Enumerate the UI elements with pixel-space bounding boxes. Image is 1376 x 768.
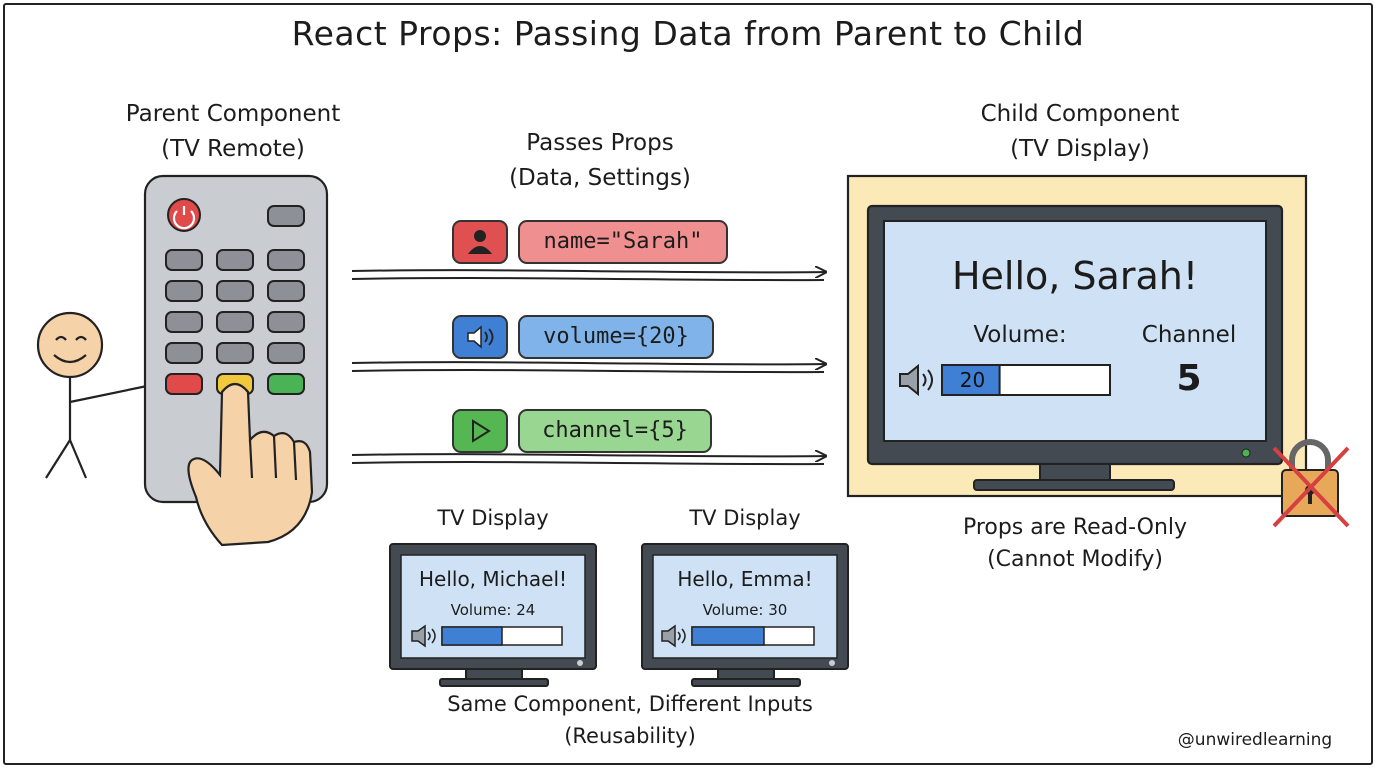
main-volume-label: Volume:	[973, 322, 1067, 348]
reusability-note: Same Component, Different Inputs	[447, 692, 813, 716]
lock-icon	[1272, 439, 1350, 528]
play-icon	[452, 409, 508, 453]
small-tv-greeting-2: Hello, Emma!	[677, 567, 813, 591]
stick-figure	[36, 311, 153, 479]
child-sublabel: (TV Display)	[1010, 136, 1150, 162]
prop-channel-pill: channel={5}	[518, 409, 712, 453]
small-tv-greeting-1: Hello, Michael!	[418, 567, 568, 591]
pressing-hand	[187, 382, 314, 547]
reusability-subnote: (Reusability)	[564, 724, 696, 748]
small-tv-2	[641, 543, 849, 687]
prop-volume-pill: volume={20}	[518, 315, 714, 359]
parent-sublabel: (TV Remote)	[161, 136, 305, 162]
readonly-note: Props are Read-Only	[962, 515, 1188, 540]
child-label: Child Component	[980, 101, 1180, 127]
outer-frame	[3, 3, 1373, 765]
small-tv-1	[389, 543, 597, 687]
prop-name-pill: name="Sarah"	[518, 220, 728, 264]
main-channel-value: 5	[1176, 358, 1202, 399]
readonly-subnote: (Cannot Modify)	[987, 547, 1163, 572]
small-tv-label-2: TV Display	[689, 506, 801, 530]
props-subheader: (Data, Settings)	[509, 165, 691, 191]
main-channel-label: Channel	[1141, 322, 1237, 348]
props-header: Passes Props	[526, 130, 674, 156]
parent-label: Parent Component	[125, 101, 341, 127]
prop-arrows	[351, 270, 826, 466]
main-volume-value: 20	[959, 368, 986, 392]
small-tv-volume-2: Volume: 30	[702, 601, 788, 619]
credit-handle: @unwiredlearning	[1177, 730, 1333, 750]
small-tv-volume-1: Volume: 24	[450, 601, 536, 619]
main-greeting: Hello, Sarah!	[951, 254, 1199, 298]
small-tv-label-1: TV Display	[437, 506, 549, 530]
tv-remote	[143, 174, 329, 504]
page-title: React Props: Passing Data from Parent to…	[291, 14, 1085, 53]
user-icon	[452, 220, 508, 264]
speaker-icon	[452, 315, 508, 359]
main-tv	[846, 174, 1308, 498]
